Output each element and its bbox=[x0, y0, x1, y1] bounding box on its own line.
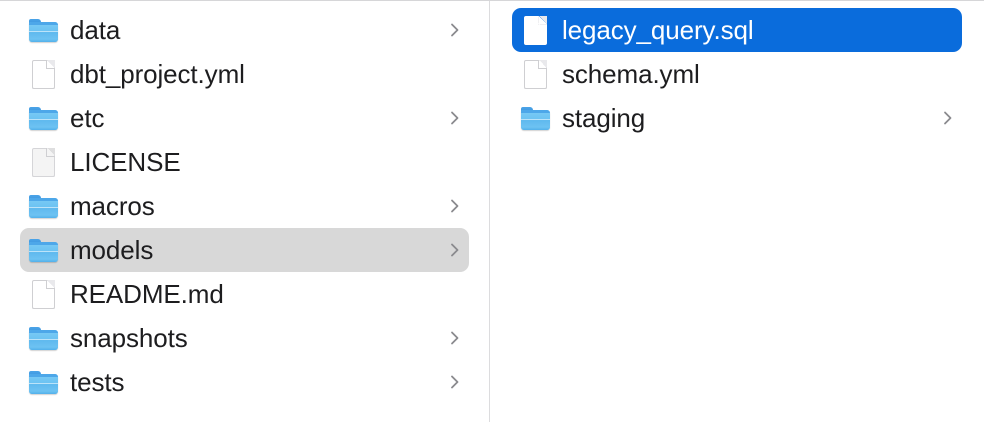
file-list-row[interactable]: etc bbox=[20, 96, 469, 140]
file-name-label: macros bbox=[70, 191, 155, 221]
file-name-label: README.md bbox=[70, 279, 224, 309]
document-icon bbox=[520, 15, 550, 45]
file-list-row[interactable]: schema.yml bbox=[512, 52, 962, 96]
folder-icon bbox=[28, 235, 58, 265]
file-list-row[interactable]: legacy_query.sql bbox=[512, 8, 962, 52]
file-list-row[interactable]: snapshots bbox=[20, 316, 469, 360]
file-list-row[interactable]: dbt_project.yml bbox=[20, 52, 469, 96]
file-name-label: schema.yml bbox=[562, 59, 700, 89]
document-icon bbox=[520, 59, 550, 89]
folder-icon bbox=[28, 15, 58, 45]
chevron-right-icon bbox=[447, 328, 463, 348]
chevron-right-icon bbox=[447, 20, 463, 40]
folder-icon bbox=[28, 367, 58, 397]
document-icon bbox=[28, 59, 58, 89]
chevron-right-icon bbox=[447, 196, 463, 216]
file-name-label: data bbox=[70, 15, 121, 45]
file-name-label: models bbox=[70, 235, 154, 265]
file-list-row[interactable]: LICENSE bbox=[20, 140, 469, 184]
folder-icon bbox=[28, 323, 58, 353]
file-list-row[interactable]: staging bbox=[512, 96, 962, 140]
file-list-row[interactable]: models bbox=[20, 228, 469, 272]
file-name-label: legacy_query.sql bbox=[562, 15, 754, 45]
file-name-label: etc bbox=[70, 103, 105, 133]
chevron-right-icon bbox=[447, 240, 463, 260]
file-name-label: snapshots bbox=[70, 323, 188, 353]
file-list-row[interactable]: tests bbox=[20, 360, 469, 404]
file-list-row[interactable]: data bbox=[20, 8, 469, 52]
folder-icon bbox=[28, 191, 58, 221]
file-list-row[interactable]: README.md bbox=[20, 272, 469, 316]
file-list-row[interactable]: macros bbox=[20, 184, 469, 228]
folder-icon bbox=[28, 103, 58, 133]
chevron-right-icon bbox=[447, 108, 463, 128]
chevron-right-icon bbox=[940, 108, 956, 128]
folder-icon bbox=[520, 103, 550, 133]
chevron-right-icon bbox=[447, 372, 463, 392]
file-name-label: staging bbox=[562, 103, 646, 133]
finder-column-models-folder[interactable]: legacy_query.sql schema.yml staging bbox=[490, 1, 984, 422]
document-icon bbox=[28, 279, 58, 309]
file-name-label: LICENSE bbox=[70, 147, 181, 177]
file-name-label: dbt_project.yml bbox=[70, 59, 245, 89]
file-name-label: tests bbox=[70, 367, 125, 397]
document-icon bbox=[28, 147, 58, 177]
